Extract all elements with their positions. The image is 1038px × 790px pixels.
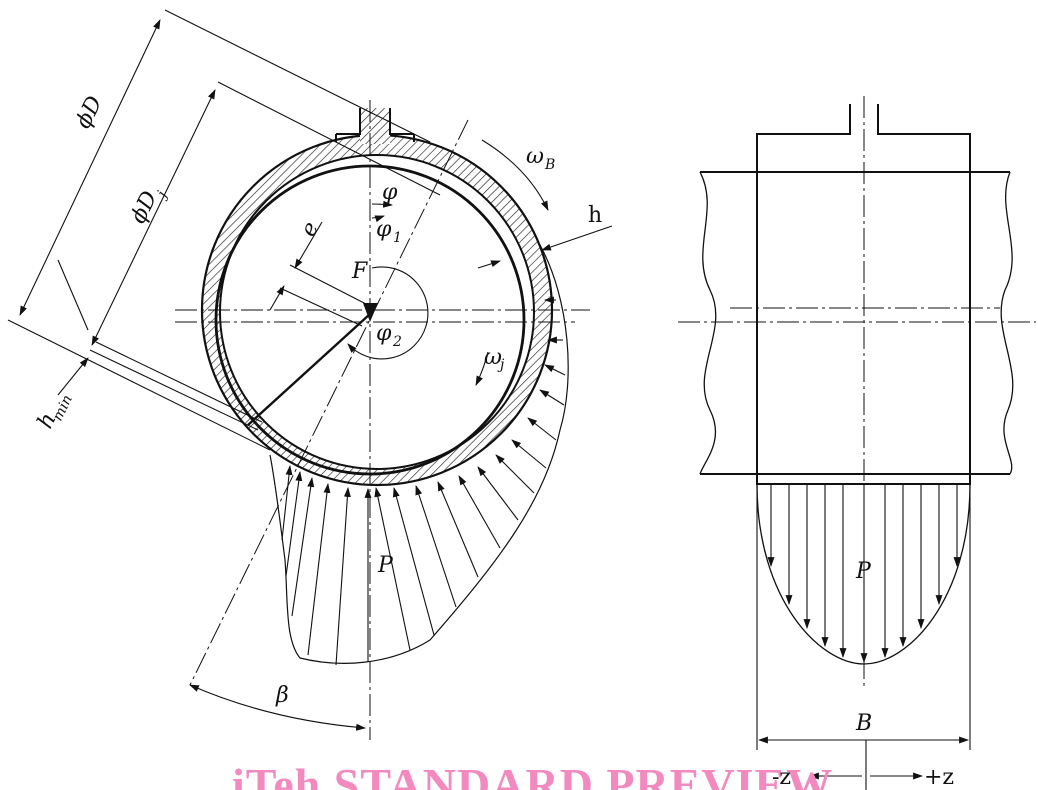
label-omegaB: ω B bbox=[526, 144, 555, 173]
svg-text:φ: φ bbox=[376, 217, 392, 242]
phi2-arc bbox=[347, 266, 429, 360]
hmin-arrow-upper bbox=[57, 357, 89, 396]
svg-text:1: 1 bbox=[393, 230, 402, 246]
h-arrow-2 bbox=[477, 260, 501, 269]
svg-text:min: min bbox=[50, 393, 76, 424]
svg-text:B: B bbox=[544, 157, 555, 173]
right-view bbox=[678, 96, 1036, 790]
phiD-ext-bottom bbox=[7, 319, 271, 451]
svg-text:ω: ω bbox=[484, 345, 502, 370]
label-B: B bbox=[855, 711, 872, 736]
oil-port-outline bbox=[335, 108, 415, 142]
omegaB-arc bbox=[481, 139, 549, 211]
beta-arc bbox=[189, 684, 366, 731]
break-left bbox=[699, 171, 717, 475]
e-arrow-b bbox=[269, 285, 285, 311]
svg-text:ω: ω bbox=[526, 144, 544, 169]
label-minus-z: -z bbox=[772, 765, 791, 790]
label-phiDj: ϕD j bbox=[126, 187, 171, 228]
label-phi: φ bbox=[382, 180, 398, 205]
hmin-arrow-lower bbox=[57, 259, 89, 331]
break-right bbox=[1000, 171, 1014, 475]
bearing-inner-circle bbox=[219, 154, 535, 470]
phiDj-ext-top bbox=[217, 81, 441, 196]
oil-port bbox=[360, 108, 390, 144]
left-view bbox=[7, 9, 613, 740]
radius-line bbox=[247, 313, 371, 426]
phi-arc bbox=[371, 200, 393, 208]
phi1-arc bbox=[371, 215, 385, 223]
shaft-outline bbox=[700, 171, 1010, 475]
label-phi2: φ 2 bbox=[376, 321, 402, 350]
label-omegaJ: ω j bbox=[484, 345, 505, 373]
label-beta: β bbox=[275, 683, 289, 708]
housing-top bbox=[756, 104, 971, 172]
svg-text:j: j bbox=[497, 357, 505, 373]
label-P-left: P bbox=[377, 553, 394, 578]
phiDj-dim-line bbox=[91, 89, 216, 346]
hmin-extension-2 bbox=[95, 341, 263, 423]
h-arrow bbox=[541, 225, 613, 251]
label-P-right: P bbox=[855, 559, 872, 584]
journal-center-mark bbox=[363, 303, 378, 322]
pressure-arrows-left bbox=[281, 296, 566, 666]
label-phi1: φ 1 bbox=[376, 217, 402, 246]
hmin-extension-1 bbox=[89, 349, 259, 431]
e-ext-1 bbox=[289, 264, 369, 306]
phiD-ext-top bbox=[164, 9, 431, 143]
load-line bbox=[189, 119, 469, 686]
label-F: F bbox=[351, 259, 368, 284]
svg-text:2: 2 bbox=[392, 334, 402, 350]
watermark: iTeh STANDARD PREVIEW bbox=[232, 759, 833, 790]
pressure-arrows-right bbox=[767, 484, 961, 663]
label-e: e bbox=[296, 218, 324, 241]
omegaJ-arc bbox=[475, 351, 489, 386]
label-plus-z: +z bbox=[924, 765, 954, 790]
label-h: h bbox=[588, 203, 602, 228]
e-ext-2 bbox=[279, 287, 363, 327]
svg-text:φ: φ bbox=[376, 321, 392, 346]
phiD-dim-line bbox=[19, 19, 161, 316]
e-arrow-a bbox=[294, 221, 323, 269]
pressure-curve-right bbox=[756, 483, 971, 665]
pressure-curve-left bbox=[269, 244, 569, 664]
label-phiD: ϕD bbox=[71, 92, 108, 133]
label-hmin: h min bbox=[33, 393, 76, 433]
